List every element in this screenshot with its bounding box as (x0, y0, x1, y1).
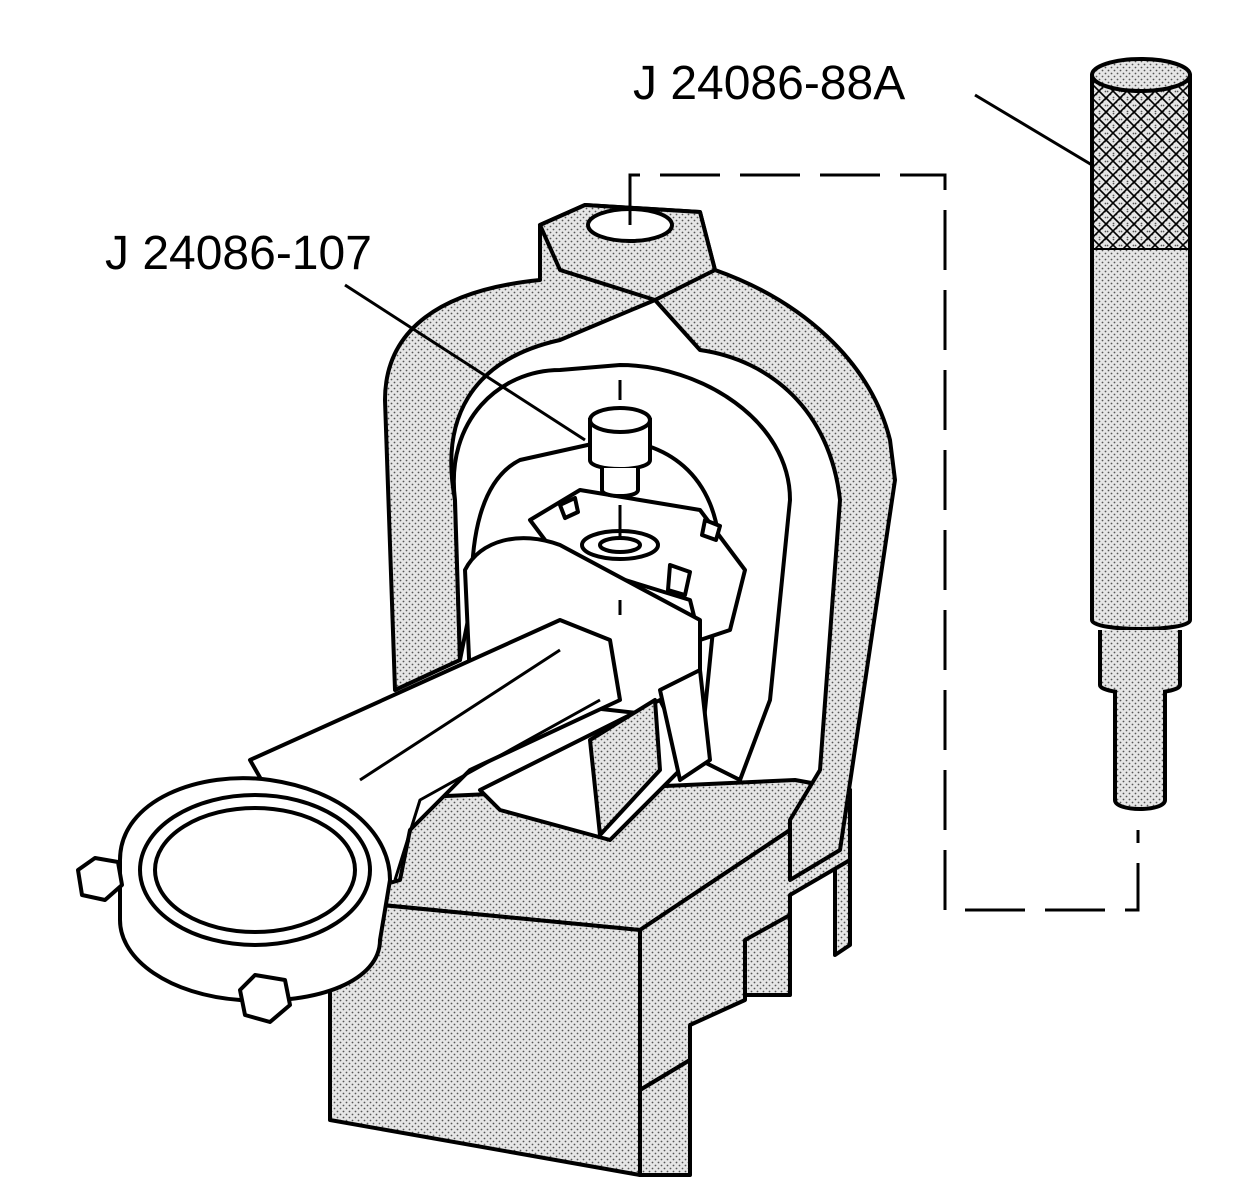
callout-label-pilot: J 24086-107 (105, 227, 372, 280)
remover-tool (1090, 57, 1192, 811)
connecting-rod (76, 618, 712, 1024)
pilot-tool (588, 380, 652, 615)
leader-107 (344, 283, 586, 442)
leader-88a (974, 93, 1093, 167)
press-frame (383, 203, 897, 882)
leader-lines (344, 93, 1093, 442)
installation-path (628, 173, 1140, 912)
fixture-base (328, 778, 852, 1177)
callout-label-remover: J 24086-88A (633, 57, 906, 110)
